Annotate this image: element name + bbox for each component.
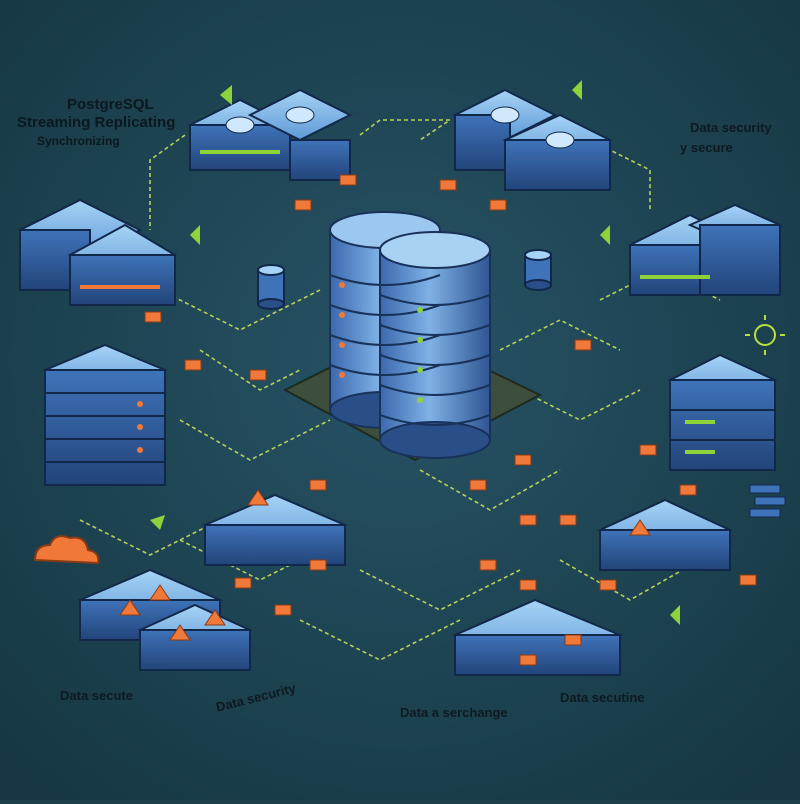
- title-line-3: Synchronizing: [37, 134, 120, 148]
- server-right-pair: [627, 203, 783, 296]
- label-bottom-right: Data secutine: [560, 690, 645, 705]
- server-left-tower: [42, 343, 168, 486]
- server-mid-right: [597, 498, 733, 571]
- label-top-right: Data security: [690, 120, 772, 135]
- server-left-pair: [17, 198, 177, 306]
- sun-icon: [745, 315, 785, 355]
- server-bottom-left-pair: [77, 568, 253, 671]
- server-right-tower: [667, 353, 778, 471]
- mini-stack-icon: [749, 484, 786, 518]
- cloud-icon: [33, 535, 100, 565]
- server-bottom-center: [452, 598, 623, 676]
- server-top-right-pair: [452, 88, 613, 191]
- warning-markers: [119, 174, 757, 666]
- title-line-1: PostgreSQL: [67, 96, 154, 113]
- small-db-right: [524, 249, 552, 291]
- title-line-2: Streaming Replicating: [17, 114, 176, 131]
- label-top-right-sub: y secure: [680, 140, 733, 155]
- central-database: [329, 211, 491, 459]
- label-bottom-center: Data a serchange: [400, 705, 508, 720]
- label-bottom-left: Data secute: [60, 688, 133, 703]
- server-mid-left: [202, 493, 348, 566]
- server-top-left-pair: [187, 88, 353, 181]
- small-db-left: [257, 264, 285, 310]
- green-markers: [150, 80, 680, 625]
